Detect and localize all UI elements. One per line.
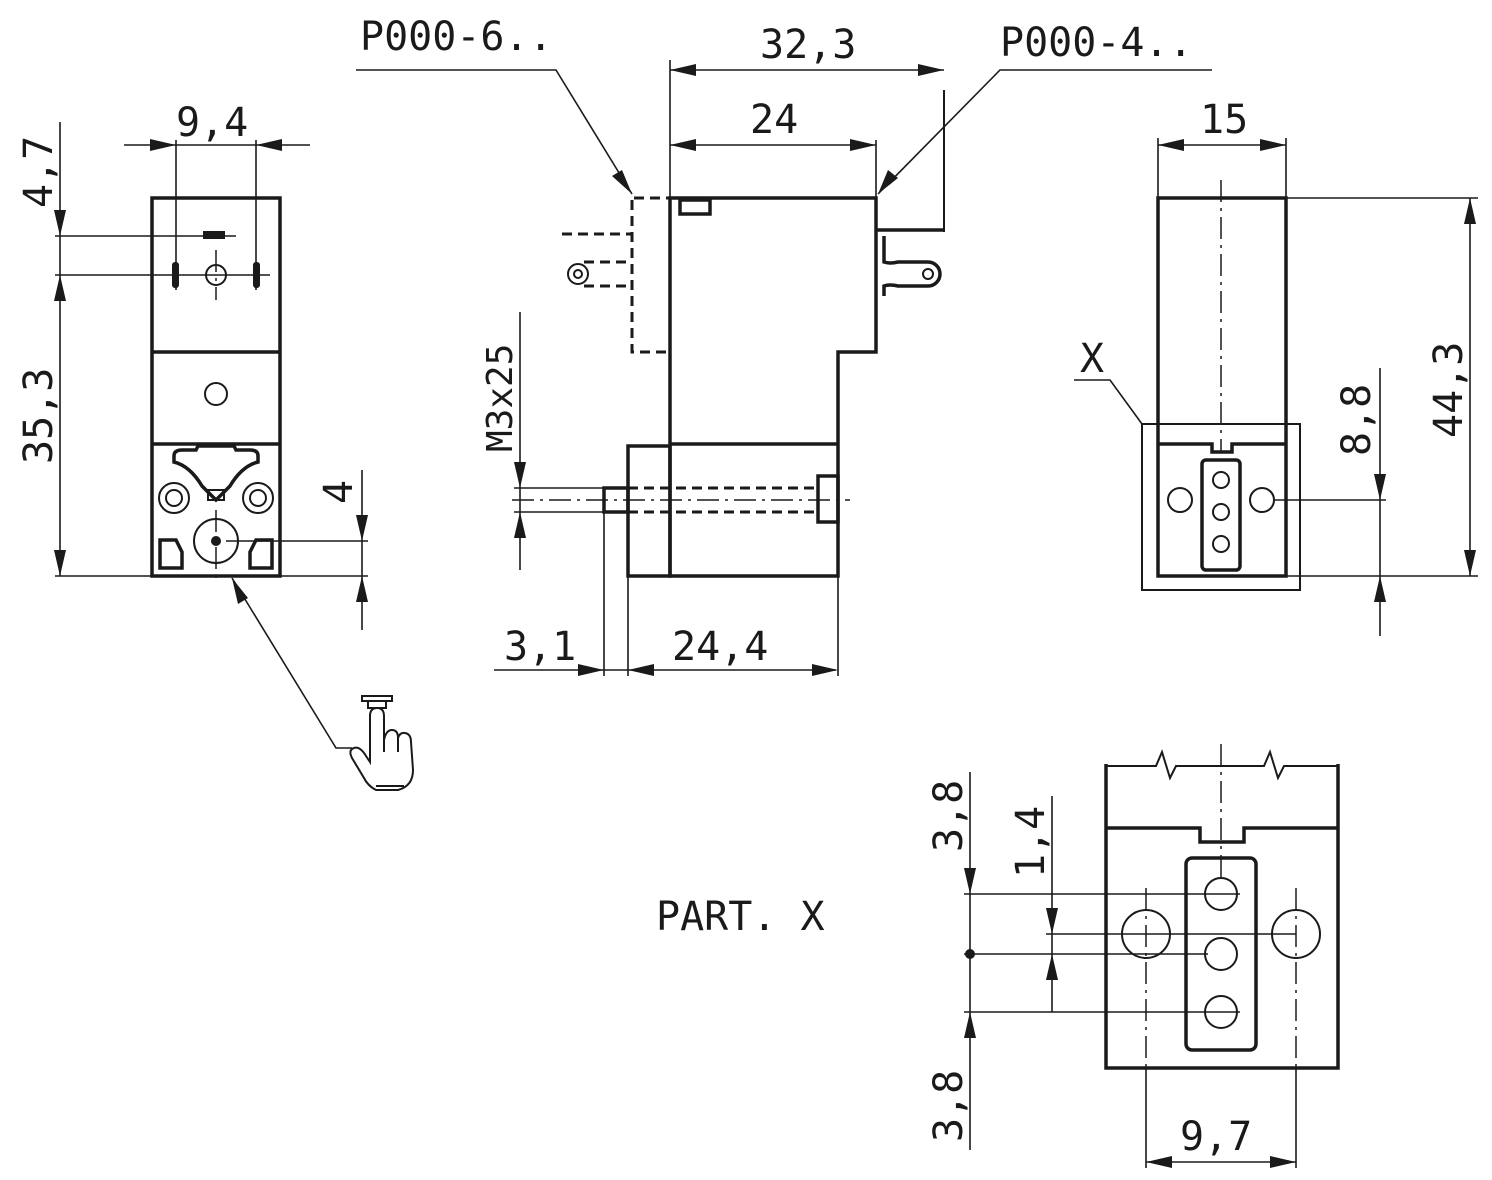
pointing-hand-icon [349,695,415,791]
callout-p000-4-label: P000-4.. [1000,20,1193,66]
dim-32-3-label: 32,3 [760,22,856,68]
detail-x-view [1104,744,1340,1070]
rear-view [1141,180,1301,591]
dim-3-8-top-label: 3,8 [926,780,972,852]
rear-view-dimensions: 15 44,3 8,8 X [1074,97,1478,636]
dim-24-label: 24 [750,97,798,143]
dim-8-8-label: 8,8 [1334,384,1380,456]
callout-p000-6-label: P000-6.. [360,14,553,60]
dim-9-4-label: 9,4 [176,100,248,146]
dim-3-1-label: 3,1 [504,624,576,670]
detail-x-label: X [1080,336,1104,382]
dim-9-7-label: 9,7 [1180,1114,1252,1160]
dim-3-8-bottom-label: 3,8 [926,1070,972,1142]
dim-35-3-label: 35,3 [16,368,62,464]
dim-24-4-label: 24,4 [672,624,768,670]
dim-4-label: 4 [316,480,362,504]
side-view-dimensions: 32,3 24 P000-6.. P000-4.. M3x25 3,1 24,4 [356,14,1212,676]
side-view [512,90,945,578]
dim-15-label: 15 [1200,97,1248,143]
detail-x-frame [1141,423,1301,591]
dim-1-4-label: 1,4 [1008,806,1054,878]
detail-x-dimensions: PART. X 3,8 3,8 1,4 9,7 [656,772,1297,1168]
front-view-hole [204,382,228,406]
dim-44-3-label: 44,3 [1426,342,1472,438]
rear-view-body [1156,196,1288,578]
front-view [150,196,282,580]
part-x-label: PART. X [656,894,825,940]
front-view-dimensions: 9,4 4,7 35,3 4 [16,100,368,749]
side-view-body [668,196,878,578]
dim-4-7-label: 4,7 [16,136,62,208]
dim-m3x25-label: M3x25 [480,344,521,452]
